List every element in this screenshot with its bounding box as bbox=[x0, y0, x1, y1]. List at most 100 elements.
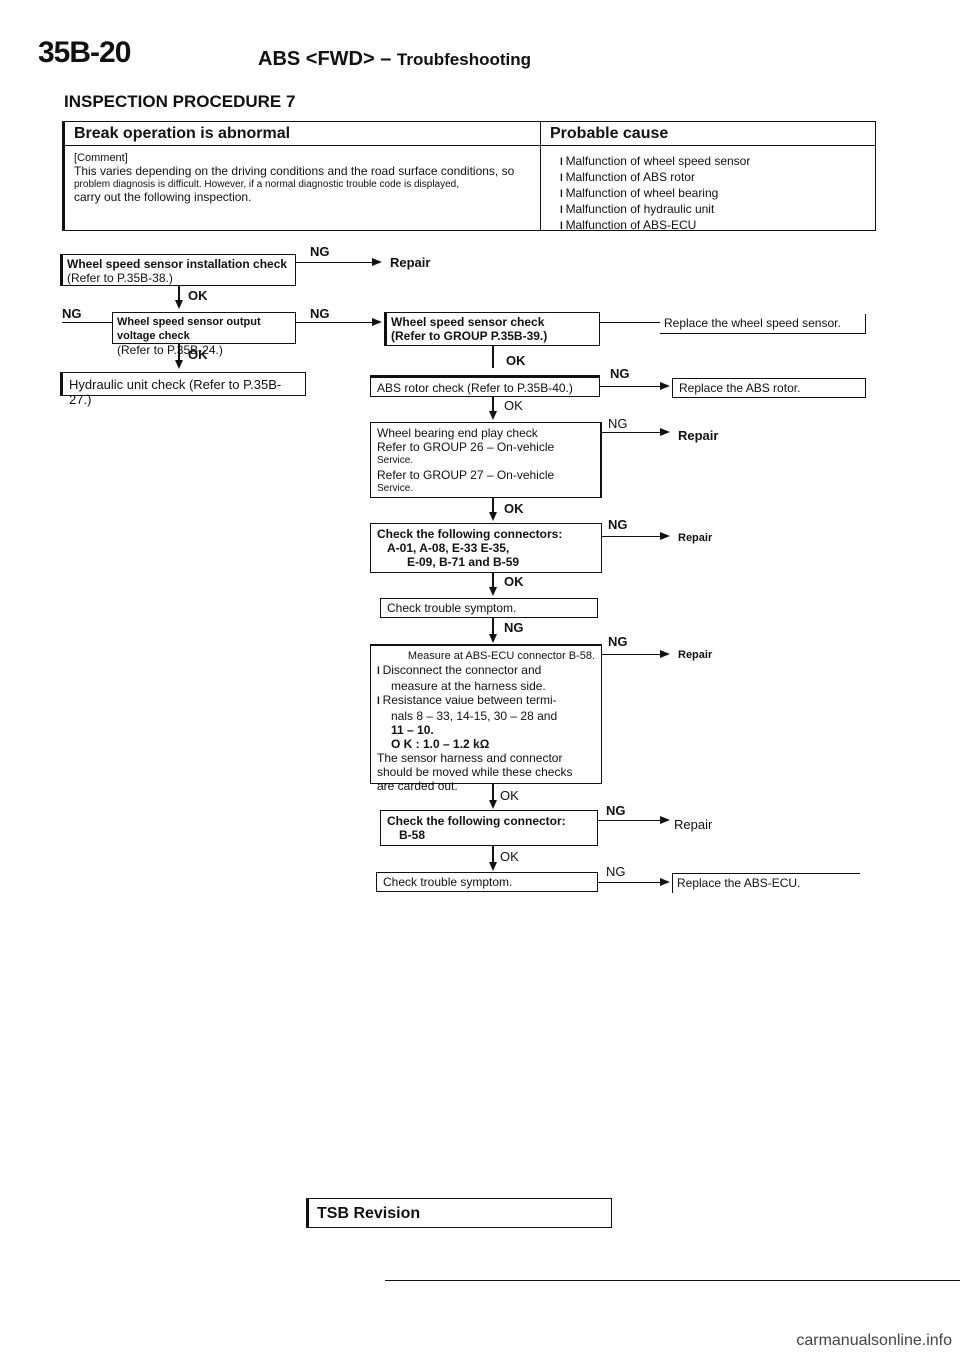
symptom-title: Break operation is abnormal bbox=[74, 125, 291, 142]
measure-note-1: The sensor harness and connector bbox=[377, 751, 563, 765]
repair-label: Repair bbox=[674, 817, 713, 832]
connector-title: Check the following connector: bbox=[387, 814, 566, 828]
arrow-down-icon bbox=[489, 512, 497, 521]
connectors-line-2: E-09, B-71 and B-59 bbox=[407, 555, 520, 569]
bearing-line-5: Service. bbox=[377, 483, 414, 494]
rotor-check-box: ABS rotor check (Refer to P.35B-40.) bbox=[370, 375, 600, 397]
table-divider-vertical bbox=[540, 121, 541, 231]
bearing-line-2: Refer to GROUP 26 – On-vehicle bbox=[377, 440, 555, 454]
tsb-revision: TSB Revision bbox=[306, 1198, 612, 1228]
arrow-line bbox=[492, 784, 494, 800]
hydraulic-check-label: Hydraulic unit check (Refer to P.35B-27.… bbox=[69, 377, 282, 407]
sensor-check-box: Wheel speed sensor check (Refer to GROUP… bbox=[384, 312, 600, 346]
bearing-line-1: Wheel bearing end play check bbox=[377, 426, 538, 440]
arrow-right-icon bbox=[660, 382, 670, 390]
bearing-line-4: Refer to GROUP 27 – On-vehicle bbox=[377, 468, 555, 482]
replace-sensor-label: Replace the wheel speed sensor. bbox=[664, 316, 841, 330]
ok-label: OK bbox=[506, 353, 526, 368]
footer-rule bbox=[385, 1280, 960, 1281]
measure-note-2: should be moved while these checks bbox=[377, 765, 573, 779]
header-title-text: ABS <FWD> – bbox=[258, 48, 392, 70]
repair-label: Repair bbox=[390, 255, 431, 270]
symptom-check-label: Check trouble symptom. bbox=[387, 601, 517, 615]
cause-item: Malfunction of ABS-ECU bbox=[560, 218, 870, 234]
comment-label: [Comment] bbox=[74, 152, 128, 164]
arrow-right-icon bbox=[372, 318, 382, 326]
arrow-right-icon bbox=[660, 816, 670, 824]
ok-label: OK bbox=[500, 788, 519, 803]
arrow-line bbox=[598, 882, 660, 883]
ng-label: NG bbox=[62, 306, 82, 321]
arrow-down-icon bbox=[489, 800, 497, 809]
ok-label: OK bbox=[504, 501, 524, 516]
arrow-right-icon bbox=[660, 532, 670, 540]
cause-item: Malfunction of wheel speed sensor bbox=[560, 154, 870, 170]
measure-bullet-2: l Resistance vaiue between termi- bbox=[377, 693, 557, 707]
ng-label: NG bbox=[608, 634, 628, 649]
arrow-down-icon bbox=[489, 634, 497, 643]
measure-title: Measure at ABS-ECU connector B-58. bbox=[407, 650, 595, 662]
final-symptom-check-box: Check trouble symptom. bbox=[376, 872, 598, 892]
arrow-line bbox=[598, 820, 660, 821]
measure-bullet-1: l Disconnect the connector and bbox=[377, 663, 542, 677]
arrow-line bbox=[178, 344, 180, 360]
ok-label: OK bbox=[500, 849, 519, 864]
ok-label: OK bbox=[188, 288, 208, 303]
output-check-ref: (Refer to P.35B-24.) bbox=[117, 343, 223, 357]
cause-item: Malfunction of ABS rotor bbox=[560, 170, 870, 186]
watermark: carmanualsonline.info bbox=[796, 1332, 952, 1349]
arrow-line bbox=[602, 654, 660, 655]
replace-ecu-label: Replace the ABS-ECU. bbox=[677, 876, 801, 890]
procedure-title: INSPECTION PROCEDURE 7 bbox=[64, 92, 296, 111]
ok-label: OK bbox=[504, 574, 524, 589]
output-check-box: Wheel speed sensor output voltage check … bbox=[112, 312, 296, 357]
connector-item: B-58 bbox=[399, 828, 426, 842]
symptom-comment: [Comment] This varies depending on the d… bbox=[74, 152, 534, 204]
ok-label: OK bbox=[188, 347, 208, 362]
comment-line-3: carry out the following inspection. bbox=[74, 190, 252, 204]
arrow-line bbox=[602, 432, 660, 433]
replace-rotor-box: Replace the ABS rotor. bbox=[672, 378, 866, 398]
arrow-right-icon bbox=[660, 428, 670, 436]
arrow-line bbox=[492, 846, 494, 862]
ng-label: NG bbox=[310, 244, 330, 259]
sensor-check-label: Wheel speed sensor check bbox=[391, 315, 545, 329]
arrow-line bbox=[492, 397, 494, 411]
repair-label: Repair bbox=[678, 428, 719, 443]
arrow-line bbox=[492, 346, 494, 368]
replace-sensor-box: Replace the wheel speed sensor. bbox=[660, 314, 866, 334]
ng-label: NG bbox=[606, 803, 626, 818]
measure-b2-text: Resistance vaiue between termi- bbox=[382, 693, 557, 707]
repair-label: Repair bbox=[678, 649, 713, 661]
ng-label: NG bbox=[608, 416, 628, 431]
connector-check-box: Check the following connector: B-58 bbox=[380, 810, 598, 846]
ok-label: OK bbox=[504, 398, 523, 413]
arrow-down-icon bbox=[489, 587, 497, 596]
arrow-line bbox=[178, 286, 180, 300]
measure-ok: O K : 1.0 – 1.2 kΩ bbox=[391, 737, 490, 751]
header-subtitle: Troubfeshooting bbox=[396, 50, 532, 69]
symptom-check-box: Check trouble symptom. bbox=[380, 598, 598, 618]
ng-label: NG bbox=[606, 864, 626, 879]
ng-label: NG bbox=[504, 620, 524, 635]
arrow-down-icon bbox=[175, 360, 183, 369]
connectors-check-box: Check the following connectors: A-01, A-… bbox=[370, 523, 602, 573]
cause-item: Malfunction of hydraulic unit bbox=[560, 202, 870, 218]
arrow-down-icon bbox=[489, 862, 497, 871]
connectors-title: Check the following connectors: bbox=[377, 527, 563, 541]
arrow-line bbox=[296, 322, 372, 323]
table-divider-horizontal bbox=[62, 145, 876, 146]
installation-check-ref: (Refer to P.35B-38.) bbox=[67, 271, 173, 285]
arrow-down-icon bbox=[175, 300, 183, 309]
measure-bullet-2-cont: nals 8 – 33, 14-15, 30 – 28 and bbox=[391, 709, 558, 723]
arrow-line bbox=[600, 386, 660, 387]
hydraulic-check-box: Hydraulic unit check (Refer to P.35B-27.… bbox=[60, 372, 306, 407]
arrow-down-icon bbox=[489, 411, 497, 420]
arrow-line bbox=[492, 618, 494, 634]
arrow-line bbox=[492, 573, 494, 587]
arrow-right-icon bbox=[660, 878, 670, 886]
output-check-label: Wheel speed sensor output voltage check bbox=[117, 316, 261, 342]
replace-ecu-box: Replace the ABS-ECU. bbox=[672, 873, 860, 893]
installation-check-box: Wheel speed sensor installation check (R… bbox=[60, 254, 296, 286]
measure-bullet-1-cont: measure at the harness side. bbox=[391, 679, 546, 693]
